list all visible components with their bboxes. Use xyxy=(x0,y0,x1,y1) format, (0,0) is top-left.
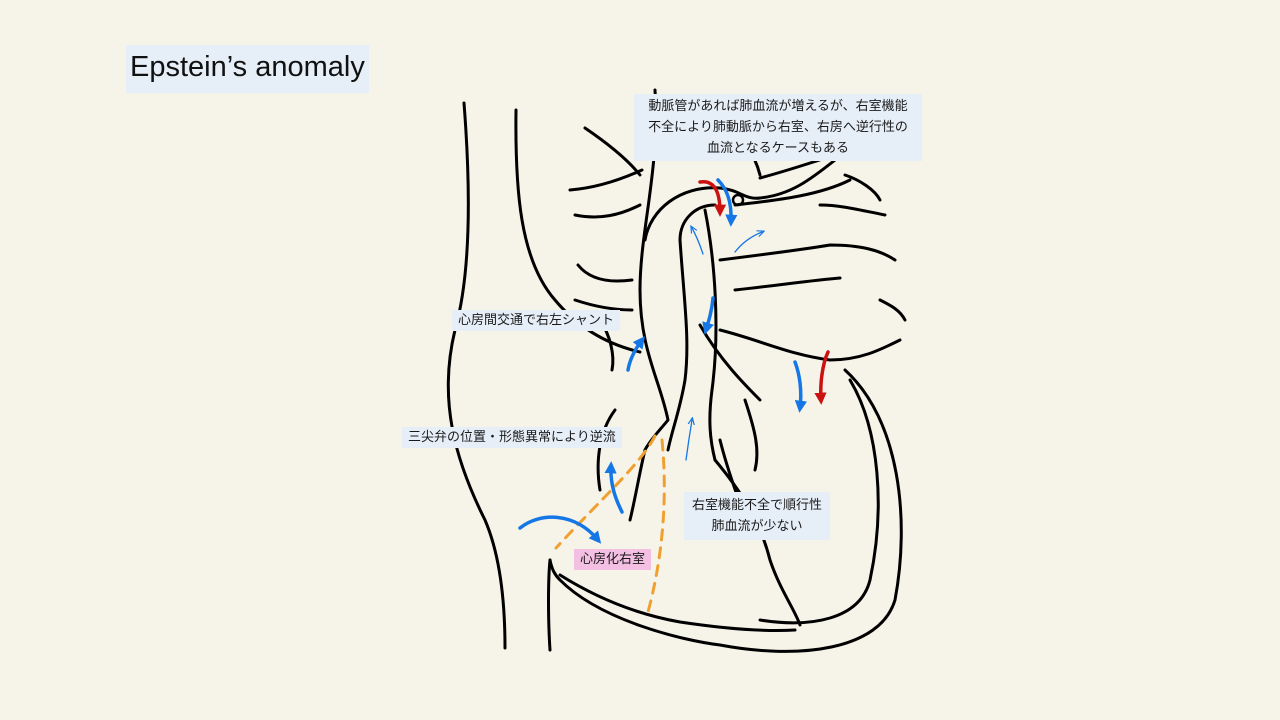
forward-thin-arrow-1 xyxy=(685,420,692,461)
rv-dysfunction-label: 右室機能不全で順行性 肺血流が少ない xyxy=(684,492,830,540)
ductus-note-line-3: 血流となるケースもある xyxy=(707,141,849,156)
forward-thin-arrow-2 xyxy=(692,228,704,255)
rv-dysfunction-line-1: 右室機能不全で順行性 xyxy=(691,498,822,513)
inflow-arrow xyxy=(518,515,602,544)
ductus-note-line-1: 動脈管があれば肺血流が増えるが、右室機能 xyxy=(648,99,908,114)
atrialized-rv-label: 心房化右室 xyxy=(574,549,652,570)
pa-down-arrow xyxy=(702,296,715,335)
rv-dysfunction-line-2: 肺血流が少ない xyxy=(711,519,803,534)
tricuspid-label: 三尖弁の位置・形態異常により逆流 xyxy=(402,427,622,448)
ductus-note-line-2: 不全により肺動脈から右室、右房へ逆行性の xyxy=(648,120,908,135)
ductus-blue-arrow xyxy=(716,178,738,227)
tricuspid-valve-dashed xyxy=(554,434,666,614)
ductus-ring xyxy=(731,193,745,207)
pv-red-arrow xyxy=(814,350,830,405)
forward-thin-arrow-3 xyxy=(734,232,762,253)
ductus-red-arrow xyxy=(698,179,727,217)
shunt-label: 心房間交通で右左シャント xyxy=(452,310,621,331)
ductus-note: 動脈管があれば肺血流が増えるが、右室機能 不全により肺動脈から右室、右房へ逆行性… xyxy=(634,94,922,161)
shunt-arrow xyxy=(626,336,645,372)
blue-flow-arrows xyxy=(518,178,807,544)
page-title: Epstein’s anomaly xyxy=(126,45,369,93)
pv-blue-arrow xyxy=(793,360,807,413)
red-flow-arrows xyxy=(698,179,830,405)
heart-outline xyxy=(446,88,907,653)
regurgitation-arrow xyxy=(604,461,624,514)
